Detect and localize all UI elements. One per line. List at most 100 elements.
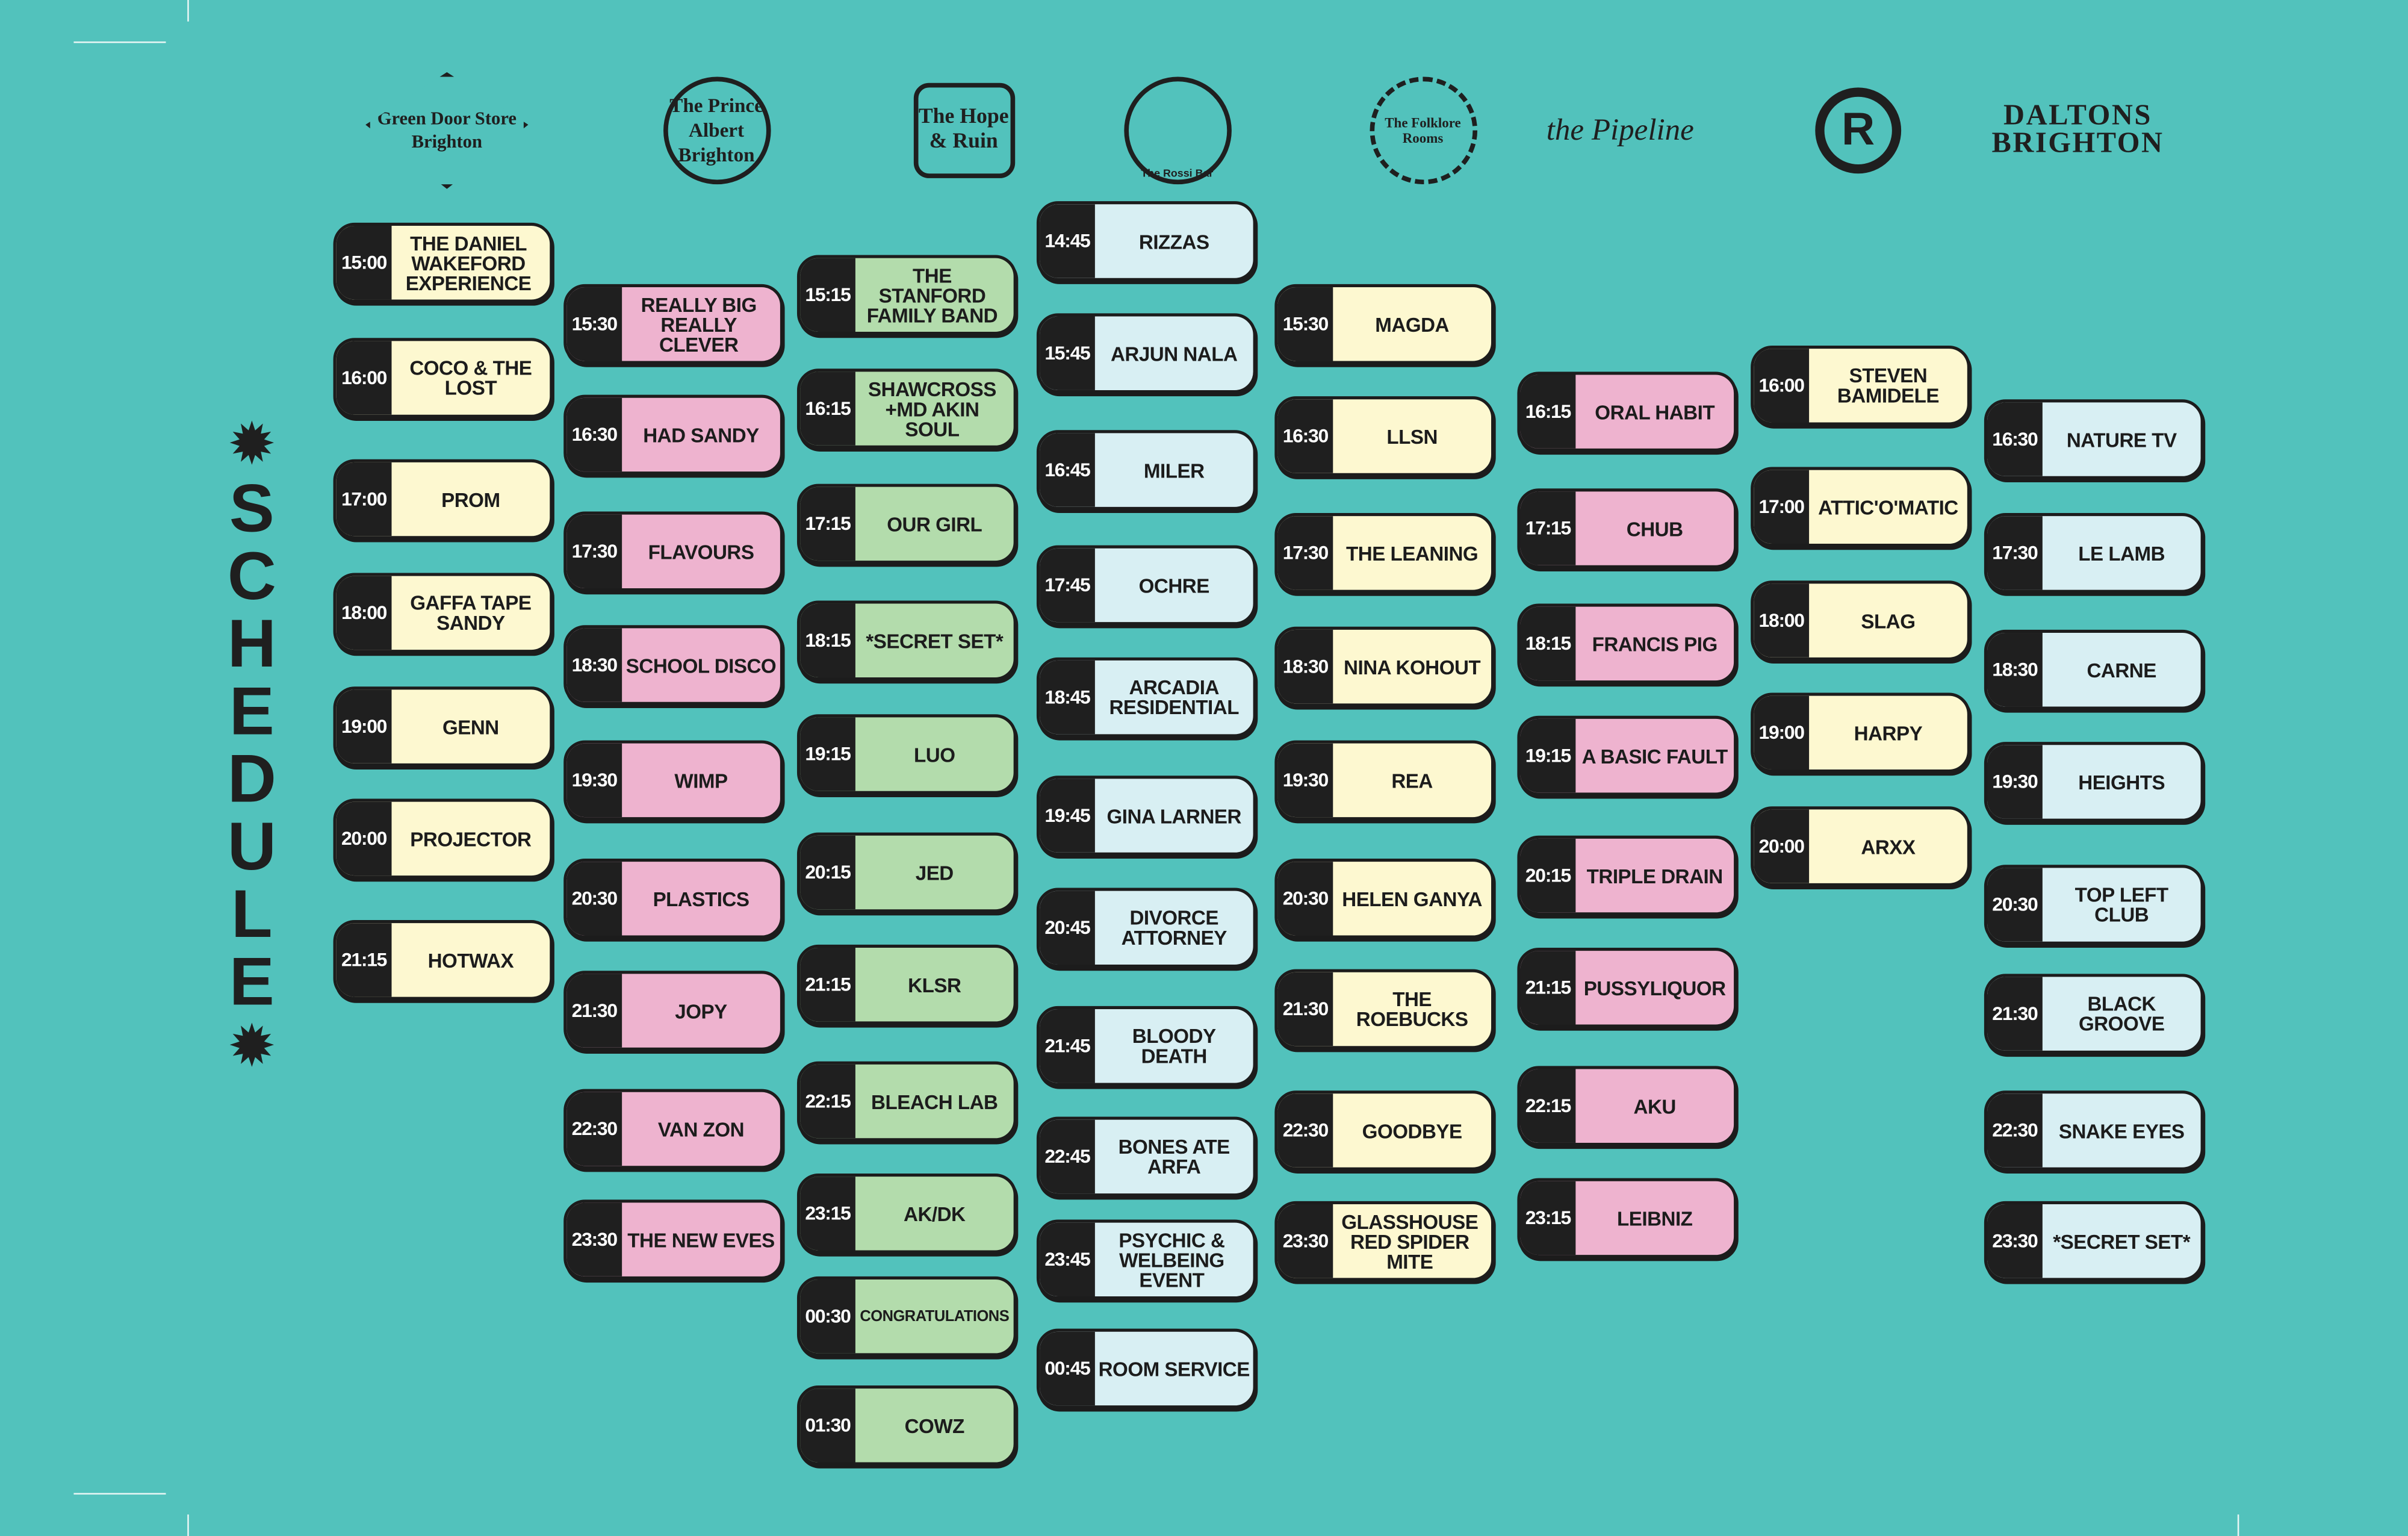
- slot-time: 15:15: [800, 258, 855, 332]
- slot-time: 21:15: [1520, 951, 1576, 1025]
- slot-time: 17:00: [1754, 470, 1810, 544]
- slot-time: 22:30: [1987, 1093, 2043, 1168]
- venue-logo-text: Green Door Store Brighton: [365, 72, 529, 189]
- slot-act: ROOM SERVICE: [1098, 1357, 1250, 1381]
- slot-act: MILER: [1143, 458, 1205, 482]
- slot-time: 20:30: [566, 862, 622, 936]
- schedule-slot: 18:15*SECRET SET*: [796, 600, 1017, 681]
- slot-act: ARJUN NALA: [1110, 341, 1238, 365]
- schedule-slot: 15:30 MAGDA: [1274, 284, 1495, 364]
- slot-act: SCHOOL DISCO: [625, 653, 777, 677]
- slot-time: 19:30: [1987, 745, 2043, 819]
- slot-act: ORAL HABIT: [1595, 400, 1715, 423]
- venue-logo-text: The Rossi Bar: [1123, 76, 1231, 185]
- slot-time: 16:00: [336, 341, 392, 415]
- slot-act: CHUB: [1626, 517, 1683, 540]
- schedule-letter: E: [229, 944, 275, 1020]
- venue-logo-text: The Prince Albert Brighton: [662, 76, 771, 185]
- slot-act: HARPY: [1854, 721, 1923, 744]
- slot-time: 19:15: [800, 717, 855, 791]
- slot-act: HELEN GANYA: [1342, 887, 1482, 910]
- slot-time: 00:30: [800, 1279, 855, 1354]
- slot-act: PLASTICS: [653, 887, 749, 910]
- slot-act: *SECRET SET*: [866, 629, 1004, 652]
- slot-time: 16:30: [1277, 399, 1333, 473]
- schedule-slot: 22:15 AKU: [1517, 1066, 1737, 1146]
- slot-time: 18:30: [1987, 633, 2043, 707]
- slot-time: 19:00: [336, 689, 392, 763]
- slot-act: TOP LEFT CLUB: [2074, 883, 2169, 927]
- slot-time: 22:45: [1040, 1119, 1095, 1194]
- slot-act: HOTWAX: [427, 948, 514, 972]
- slot-act: VAN ZON: [657, 1117, 745, 1141]
- slot-time: 22:15: [800, 1064, 855, 1139]
- slot-act: SLAG: [1861, 609, 1916, 632]
- schedule-letter: E: [229, 674, 275, 750]
- slot-act: BLEACH LAB: [871, 1089, 998, 1113]
- slot-time: 18:30: [566, 628, 622, 702]
- slot-act: FLAVOURS: [648, 539, 754, 563]
- slot-act: MAGDA: [1375, 312, 1449, 336]
- slot-time: 18:00: [336, 576, 392, 650]
- schedule-slot: 22:15 BLEACH LAB: [796, 1061, 1017, 1142]
- slot-time: 19:45: [1040, 779, 1095, 853]
- slot-time: 15:30: [566, 287, 622, 361]
- slot-act: THE LEANING: [1346, 541, 1479, 565]
- venue-logo: The Folklore Rooms: [1321, 69, 1490, 192]
- slot-act: JED: [915, 860, 954, 885]
- schedule-slot: 18:30 CARNE: [1984, 629, 2204, 710]
- slot-time: 23:30: [1987, 1204, 2043, 1278]
- slot-act: FRANCIS PIG: [1592, 632, 1718, 656]
- slot-act: PUSSYLIQUOR: [1583, 976, 1726, 1000]
- slot-time: 20:15: [800, 835, 855, 910]
- slot-time: 16:30: [1987, 402, 2043, 476]
- slot-time: 17:30: [1987, 516, 2043, 590]
- slot-act: CARNE: [2087, 658, 2156, 682]
- slot-time: 21:30: [1277, 972, 1333, 1046]
- slot-act: AKU: [1633, 1094, 1677, 1118]
- slot-time: 22:30: [566, 1092, 622, 1166]
- venue-logo: The Rossi Bar: [1075, 69, 1244, 192]
- slot-time: 19:00: [1754, 695, 1810, 770]
- slot-time: 20:00: [1754, 809, 1810, 883]
- slot-act: BLOODY DEATH: [1132, 1024, 1216, 1068]
- slot-time: 15:30: [1277, 287, 1333, 361]
- slot-act: THE DANIEL WAKEFORD EXPERIENCE: [405, 231, 532, 294]
- schedule-slot: 19:00 HARPY: [1751, 692, 1970, 773]
- slot-act: ATTIC'O'MATIC: [1818, 495, 1958, 518]
- slot-time: 20:45: [1040, 891, 1095, 965]
- slot-act: REALLY BIG REALLY CLEVER: [641, 292, 757, 356]
- slot-act: DIVORCE ATTORNEY: [1121, 906, 1227, 950]
- venue-logo: The Hope & Ruin: [860, 69, 1029, 192]
- slot-time: 22:15: [1520, 1069, 1576, 1143]
- venue-logo-text: R: [1815, 87, 1902, 174]
- slot-time: 20:00: [336, 801, 392, 876]
- slot-time: 01:30: [800, 1388, 855, 1463]
- slot-time: 21:15: [336, 923, 392, 997]
- slot-time: 20:30: [1277, 862, 1333, 936]
- slot-act: LE LAMB: [2078, 541, 2165, 565]
